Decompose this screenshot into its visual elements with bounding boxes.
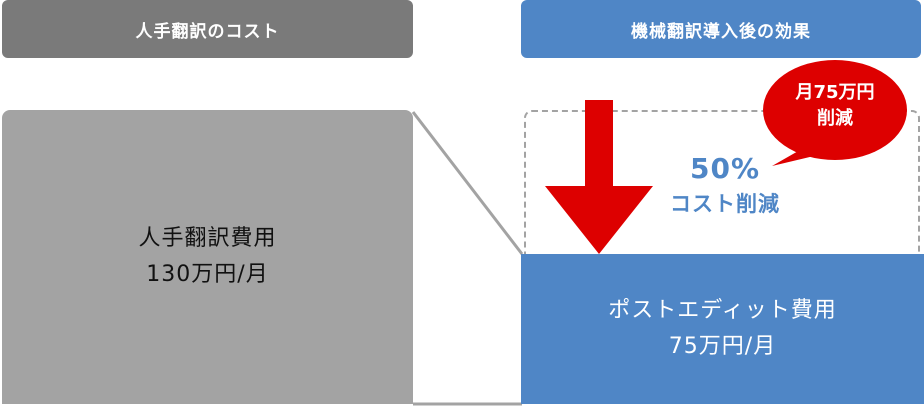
savings-amount: 月75万円 [795, 82, 875, 103]
reduction-label: 50% コスト削減 [640, 150, 810, 220]
human-translation-cost-block: 人手翻訳費用 130万円/月 [2, 110, 413, 404]
reduction-percent: 50% [689, 152, 761, 185]
savings-label: 削減 [817, 108, 853, 129]
header-human-translation-cost: 人手翻訳のコスト [2, 0, 413, 58]
savings-bubble-text: 月75万円 削減 [775, 80, 895, 132]
header-left-label: 人手翻訳のコスト [135, 21, 280, 42]
connector-diagonal-line [411, 111, 524, 255]
human-translation-cost-title: 人手翻訳費用 [138, 226, 277, 251]
post-edit-cost-amount: 75万円/月 [668, 334, 777, 359]
down-arrow-icon [545, 100, 653, 254]
header-machine-translation-effect: 機械翻訳導入後の効果 [521, 0, 921, 58]
post-edit-cost-block: ポストエディット費用 75万円/月 [521, 254, 924, 404]
post-edit-cost-title: ポストエディット費用 [608, 298, 837, 323]
human-translation-cost-amount: 130万円/月 [146, 262, 269, 287]
reduction-text: コスト削減 [670, 192, 780, 216]
header-right-label: 機械翻訳導入後の効果 [631, 21, 811, 42]
reduced-portion-outline [524, 110, 920, 254]
speech-bubble-body [763, 60, 907, 160]
